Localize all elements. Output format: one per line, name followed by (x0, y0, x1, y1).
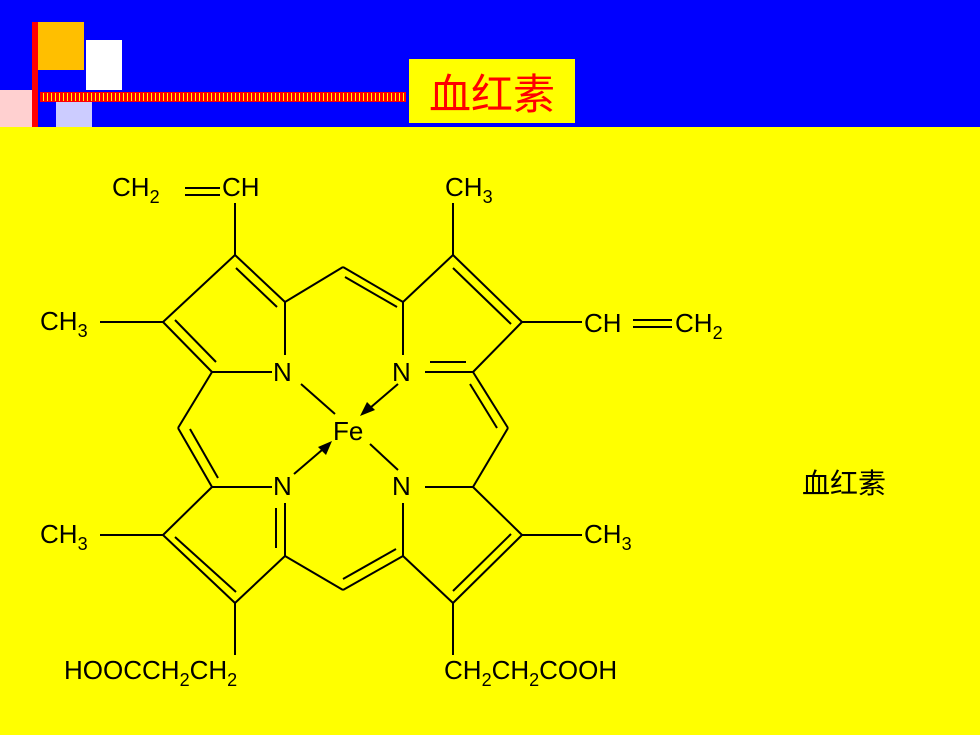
nitrogen-top-right: N (392, 357, 411, 387)
logo-square-orange (38, 22, 84, 70)
svg-text:CH3: CH3 (445, 172, 493, 207)
propionate-left-sub1: 2 (180, 670, 190, 690)
logo-square-blue (38, 74, 50, 86)
logo-square-pale (0, 90, 36, 127)
propionate-right-c: COOH (539, 655, 617, 685)
arrow-head-top (360, 402, 375, 416)
arrow-head-bottom (318, 441, 332, 455)
bonds (100, 187, 672, 655)
vinyl-right-ch2-sub: 2 (713, 323, 723, 343)
methyl-left-bottom-label: CH (40, 519, 78, 549)
svg-text:HOOCCH2CH2: HOOCCH2CH2 (64, 655, 237, 690)
propionate-right-sub1: 2 (482, 670, 492, 690)
logo-bar-red (32, 22, 38, 127)
page-title: 血红素 (409, 59, 575, 123)
logo-square-white (86, 40, 122, 90)
methyl-right-bottom-sub: 3 (622, 534, 632, 554)
vinyl-ch2-label: CH (112, 172, 150, 202)
methyl-top-label: CH (445, 172, 483, 202)
nitrogen-top-left: N (273, 357, 292, 387)
title-rule (40, 92, 406, 102)
svg-text:CH3: CH3 (584, 519, 632, 554)
methyl-left-top-sub: 3 (78, 321, 88, 341)
nitrogen-bottom-left: N (273, 471, 292, 501)
nitrogen-bottom-right: N (392, 471, 411, 501)
propionate-right-a: CH (444, 655, 482, 685)
vinyl-right-ch2-label: CH (675, 308, 713, 338)
methyl-top-sub: 3 (483, 187, 493, 207)
logo-square-light (56, 102, 92, 127)
svg-text:CH2: CH2 (675, 308, 723, 343)
propionate-left-sub2: 2 (227, 670, 237, 690)
vinyl-ch-label: CH (222, 172, 260, 202)
propionate-left-a: HOOCCH (64, 655, 180, 685)
methyl-left-bottom-sub: 3 (78, 534, 88, 554)
propionate-right-sub2: 2 (529, 670, 539, 690)
svg-text:CH2CH2COOH: CH2CH2COOH (444, 655, 617, 690)
svg-text:CH2: CH2 (112, 172, 160, 207)
propionate-left-b: CH (190, 655, 228, 685)
iron-label: Fe (333, 416, 363, 446)
vinyl-right-ch-label: CH (584, 308, 622, 338)
svg-text:CH3: CH3 (40, 519, 88, 554)
vinyl-ch2-sub: 2 (150, 187, 160, 207)
propionate-right-b: CH (492, 655, 530, 685)
methyl-right-bottom-label: CH (584, 519, 622, 549)
structure-caption: 血红素 (802, 467, 887, 500)
coordinate-bonds (293, 383, 399, 475)
methyl-left-top-label: CH (40, 306, 78, 336)
svg-text:CH3: CH3 (40, 306, 88, 341)
